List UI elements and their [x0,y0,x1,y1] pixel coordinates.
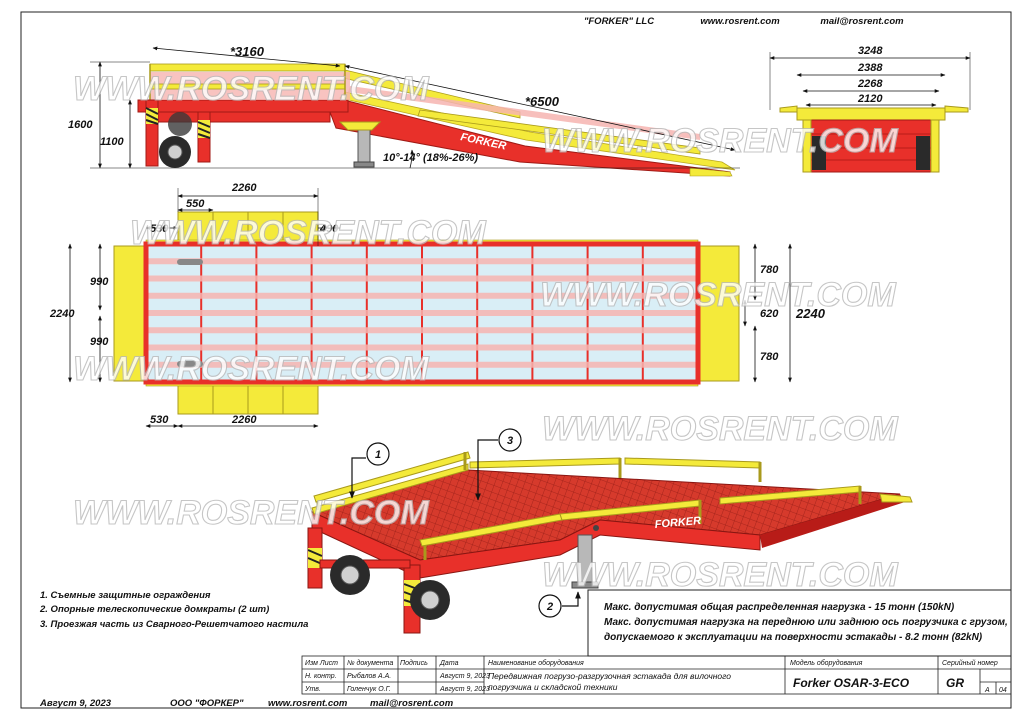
watermark: WWW.ROSRENT.COM [130,214,486,252]
header-company: "FORKER" LLC [584,16,654,27]
footer-date: Август 9, 2023 [39,698,112,709]
tb-col-model: Модель оборудования [790,659,863,667]
dim-end-width-4: 2120 [857,93,883,105]
footer-company: ООО "ФОРКЕР" [170,698,244,709]
watermark: WWW.ROSRENT.COM [540,276,896,314]
tb-row1-person: Рыбалов А.А. [347,672,391,680]
tb-row2-date: Август 9, 2023 [439,686,490,693]
deck-plank [146,310,698,316]
header-email: mail@rosrent.com [820,16,904,27]
sheet-border [20,11,1012,709]
note-1: 1. Съемные защитные ограждения [40,590,211,601]
dim-height-deck: 1100 [100,136,125,148]
title-block [301,655,1012,695]
tb-model: Forker OSAR-3-ECO [793,676,910,690]
dim-top-530: 530 [150,223,169,235]
note-2: 2. Опорные телескопические домкраты (2 ш… [39,604,269,615]
dim-right-2240: 2240 [795,306,826,321]
callout-3: 3 [507,435,513,447]
sheet-header: "FORKER" LLC www.rosrent.com mail@rosren… [584,16,904,27]
watermarks: WWW.ROSRENT.COM WWW.ROSRENT.COM WWW.ROSR… [72,69,898,594]
side-view: FORKER *3160 *6500 1600 1100 10°-14° (18… [68,44,740,177]
tb-col-date: Дата [439,660,459,667]
tb-sheet-a: A [984,687,990,694]
dim-ramp-length: *6500 [525,94,560,109]
specs-box: Макс. допустимая общая распределенная на… [587,589,1012,657]
deck-plank [146,361,698,368]
dim-left-990-a: 990 [90,276,109,288]
top-view: 2260 550 530 490 2240 990 990 780 620 78… [49,182,826,428]
watermark: WWW.ROSRENT.COM [542,556,898,594]
tb-equipment-name-2: погрузчика и складской техники [488,682,618,692]
spec-line-2: Макс. допустимая нагрузка на переднюю ил… [604,617,1008,628]
tb-row2-role: Утв. [304,686,321,693]
header-website: www.rosrent.com [700,16,780,27]
watermark: WWW.ROSRENT.COM [73,350,429,388]
callout-2: 2 [546,601,553,613]
dim-bottom-2260: 2260 [231,414,257,426]
dim-right-620: 620 [760,308,779,320]
dim-right-780-a: 780 [760,264,779,276]
tb-col-name: Наименование оборудования [488,659,584,667]
spec-line-3: допускаемого к эксплуатации на поверхнос… [604,632,983,643]
dim-top-2260: 2260 [231,182,257,194]
iso-brand-label: FORKER [654,515,701,531]
note-3: 3. Проезжая часть из Сварного-Решетчатог… [40,619,308,630]
dim-platform-length: *3160 [230,44,265,59]
tb-col-serial: Серийный номер [942,659,998,667]
title-block-text: Изм Лист № документа Подпись Дата Наимен… [304,659,1007,694]
dim-top-490: 490 [319,223,339,235]
tb-col-doc: № документа [347,659,393,667]
watermark: WWW.ROSRENT.COM [542,410,898,448]
dim-right-780-b: 780 [760,351,779,363]
footer-email: mail@rosrent.com [370,698,454,709]
tb-row2-person: Голенчук О.Г. [347,686,391,693]
tb-serial: GR [946,676,964,690]
spec-line-1: Макс. допустимая общая распределенная на… [604,601,955,613]
sheet-footer: Август 9, 2023 ООО "ФОРКЕР" www.rosrent.… [39,698,454,709]
tb-row1-date: Август 9, 2023 [439,673,490,680]
tb-col-izm: Изм Лист [305,660,338,667]
deck-plank [146,258,698,265]
tb-equipment-name-1: Передвижная погрузо-разгрузочная эстакад… [488,671,731,681]
dim-ramp-angle: 10°-14° (18%-26%) [383,152,478,164]
tb-sheet-b: 04 [999,687,1007,694]
tb-col-sign: Подпись [400,659,428,667]
deck-plank [146,275,698,282]
dim-bottom-530: 530 [150,414,169,426]
dim-left-2240: 2240 [49,308,75,320]
deck-plank [146,344,698,351]
dim-end-width-2: 2388 [857,62,883,74]
dim-end-width-1: 3248 [858,45,883,57]
end-view: 3248 2388 2268 2120 [769,45,971,173]
watermark: WWW.ROSRENT.COM [542,122,898,160]
dim-top-550: 550 [186,198,205,210]
notes: 1. Съемные защитные ограждения 2. Опорны… [39,590,308,630]
deck-plank [146,292,698,299]
deck-plank [146,327,698,334]
tb-row1-role: Н. контр. [305,673,337,680]
callout-1: 1 [375,449,381,461]
dim-left-990-b: 990 [90,336,109,348]
watermark: WWW.ROSRENT.COM [73,494,429,532]
dim-height-total: 1600 [68,119,93,131]
dim-end-width-3: 2268 [857,78,883,90]
watermark: WWW.ROSRENT.COM [73,70,429,108]
footer-website: www.rosrent.com [268,698,348,709]
isometric-view: FORKER 1 2 3 [307,428,913,634]
